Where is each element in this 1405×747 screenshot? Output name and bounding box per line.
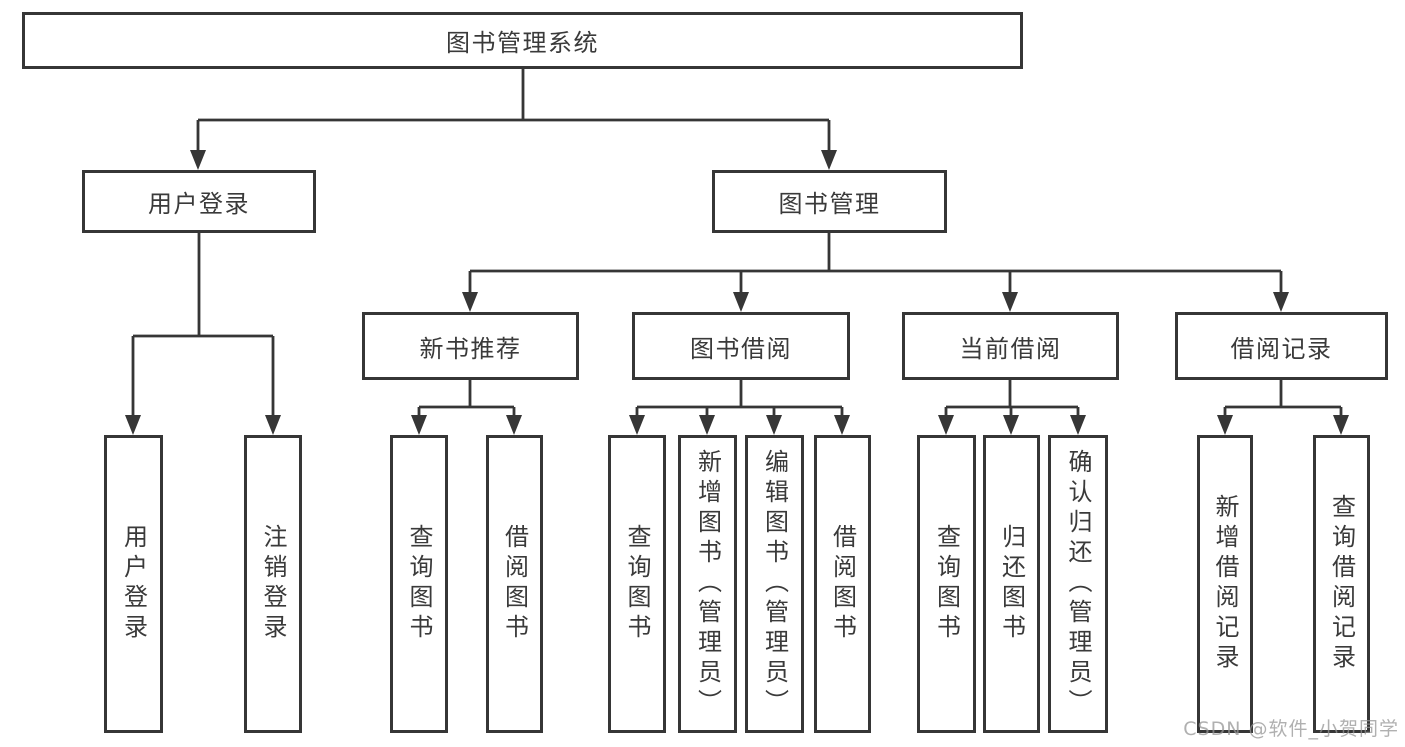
- arrow-down-icon: [411, 415, 427, 435]
- connector-book-borrow-to-leaves: [635, 380, 844, 421]
- node-user-login-label: 用户登录: [148, 190, 250, 218]
- leaf-add-book-admin: 新增图书（管理员）: [678, 435, 737, 733]
- arrow-down-icon: [938, 415, 954, 435]
- node-borrow-records: 借阅记录: [1175, 312, 1388, 380]
- arrow-down-icon: [1333, 415, 1349, 435]
- leaf-query-books-borrow-label: 查询图书: [623, 524, 651, 644]
- leaf-borrow-books-recommend-label: 借阅图书: [500, 524, 529, 644]
- leaf-confirm-return-admin: 确认归还（管理员）: [1048, 435, 1108, 733]
- leaf-query-books-recommend: 查询图书: [390, 435, 448, 733]
- arrow-down-icon: [506, 415, 522, 435]
- arrow-down-icon: [629, 415, 645, 435]
- arrow-down-icon: [1003, 415, 1019, 435]
- connector-root-to-level2: [196, 68, 831, 156]
- arrow-down-icon: [766, 415, 782, 435]
- leaf-confirm-return-admin-label: 确认归还（管理员）: [1064, 449, 1092, 719]
- arrow-down-icon: [462, 292, 478, 312]
- node-book-borrow: 图书借阅: [632, 312, 850, 380]
- connector-new-book-to-leaves: [417, 380, 516, 421]
- leaf-query-books-borrow: 查询图书: [608, 435, 666, 733]
- arrow-down-icon: [1217, 415, 1233, 435]
- arrow-down-icon: [834, 415, 850, 435]
- connector-book-mgmt-to-level3: [468, 233, 1283, 298]
- leaf-query-books-recommend-label: 查询图书: [405, 524, 433, 644]
- leaf-query-borrow-record: 查询借阅记录: [1313, 435, 1370, 733]
- leaf-logout: 注销登录: [244, 435, 302, 733]
- node-book-management: 图书管理: [712, 170, 947, 233]
- leaf-user-login-label: 用户登录: [119, 524, 148, 644]
- arrow-down-icon: [190, 150, 206, 170]
- node-book-management-label: 图书管理: [778, 190, 881, 218]
- leaf-add-borrow-record-label: 新增借阅记录: [1211, 494, 1239, 674]
- connector-user-login-to-leaves: [131, 233, 275, 420]
- arrow-down-icon: [1002, 292, 1018, 312]
- leaf-return-book-label: 归还图书: [997, 524, 1026, 644]
- arrow-down-icon: [733, 292, 749, 312]
- node-book-borrow-label: 图书借阅: [690, 334, 792, 363]
- arrow-down-icons: [125, 150, 1349, 435]
- leaf-return-book: 归还图书: [983, 435, 1040, 733]
- node-current-borrow: 当前借阅: [902, 312, 1119, 380]
- leaf-add-book-admin-label: 新增图书（管理员）: [693, 449, 722, 719]
- leaf-query-books-current-label: 查询图书: [932, 524, 961, 644]
- watermark-text: CSDN @软件_小贺同学: [1183, 718, 1399, 740]
- node-root-system-label: 图书管理系统: [446, 29, 599, 57]
- leaf-query-books-current: 查询图书: [917, 435, 976, 733]
- leaf-borrow-books: 借阅图书: [814, 435, 871, 733]
- node-current-borrow-label: 当前借阅: [959, 334, 1062, 363]
- leaf-query-borrow-record-label: 查询借阅记录: [1327, 494, 1356, 674]
- arrow-down-icon: [1273, 292, 1289, 312]
- leaf-user-login: 用户登录: [104, 435, 163, 733]
- node-new-book-recommend: 新书推荐: [362, 312, 579, 380]
- arrow-down-icon: [821, 150, 837, 170]
- leaf-edit-book-admin-label: 编辑图书（管理员）: [760, 449, 789, 719]
- leaf-logout-label: 注销登录: [259, 524, 287, 644]
- leaf-borrow-books-label: 借阅图书: [828, 524, 857, 644]
- node-root-system: 图书管理系统: [22, 12, 1023, 69]
- connector-borrow-records-to-leaves: [1223, 380, 1343, 421]
- leaf-add-borrow-record: 新增借阅记录: [1197, 435, 1253, 733]
- node-new-book-recommend-label: 新书推荐: [419, 334, 522, 363]
- node-borrow-records-label: 借阅记录: [1230, 334, 1333, 363]
- connector-current-borrow-to-leaves: [944, 380, 1080, 421]
- node-user-login: 用户登录: [82, 170, 316, 233]
- arrow-down-icon: [699, 415, 715, 435]
- leaf-borrow-books-recommend: 借阅图书: [486, 435, 543, 733]
- connector-paths: [131, 68, 1343, 421]
- leaf-edit-book-admin: 编辑图书（管理员）: [745, 435, 804, 733]
- arrow-down-icon: [125, 415, 141, 435]
- arrow-down-icon: [265, 415, 281, 435]
- arrow-down-icon: [1070, 415, 1086, 435]
